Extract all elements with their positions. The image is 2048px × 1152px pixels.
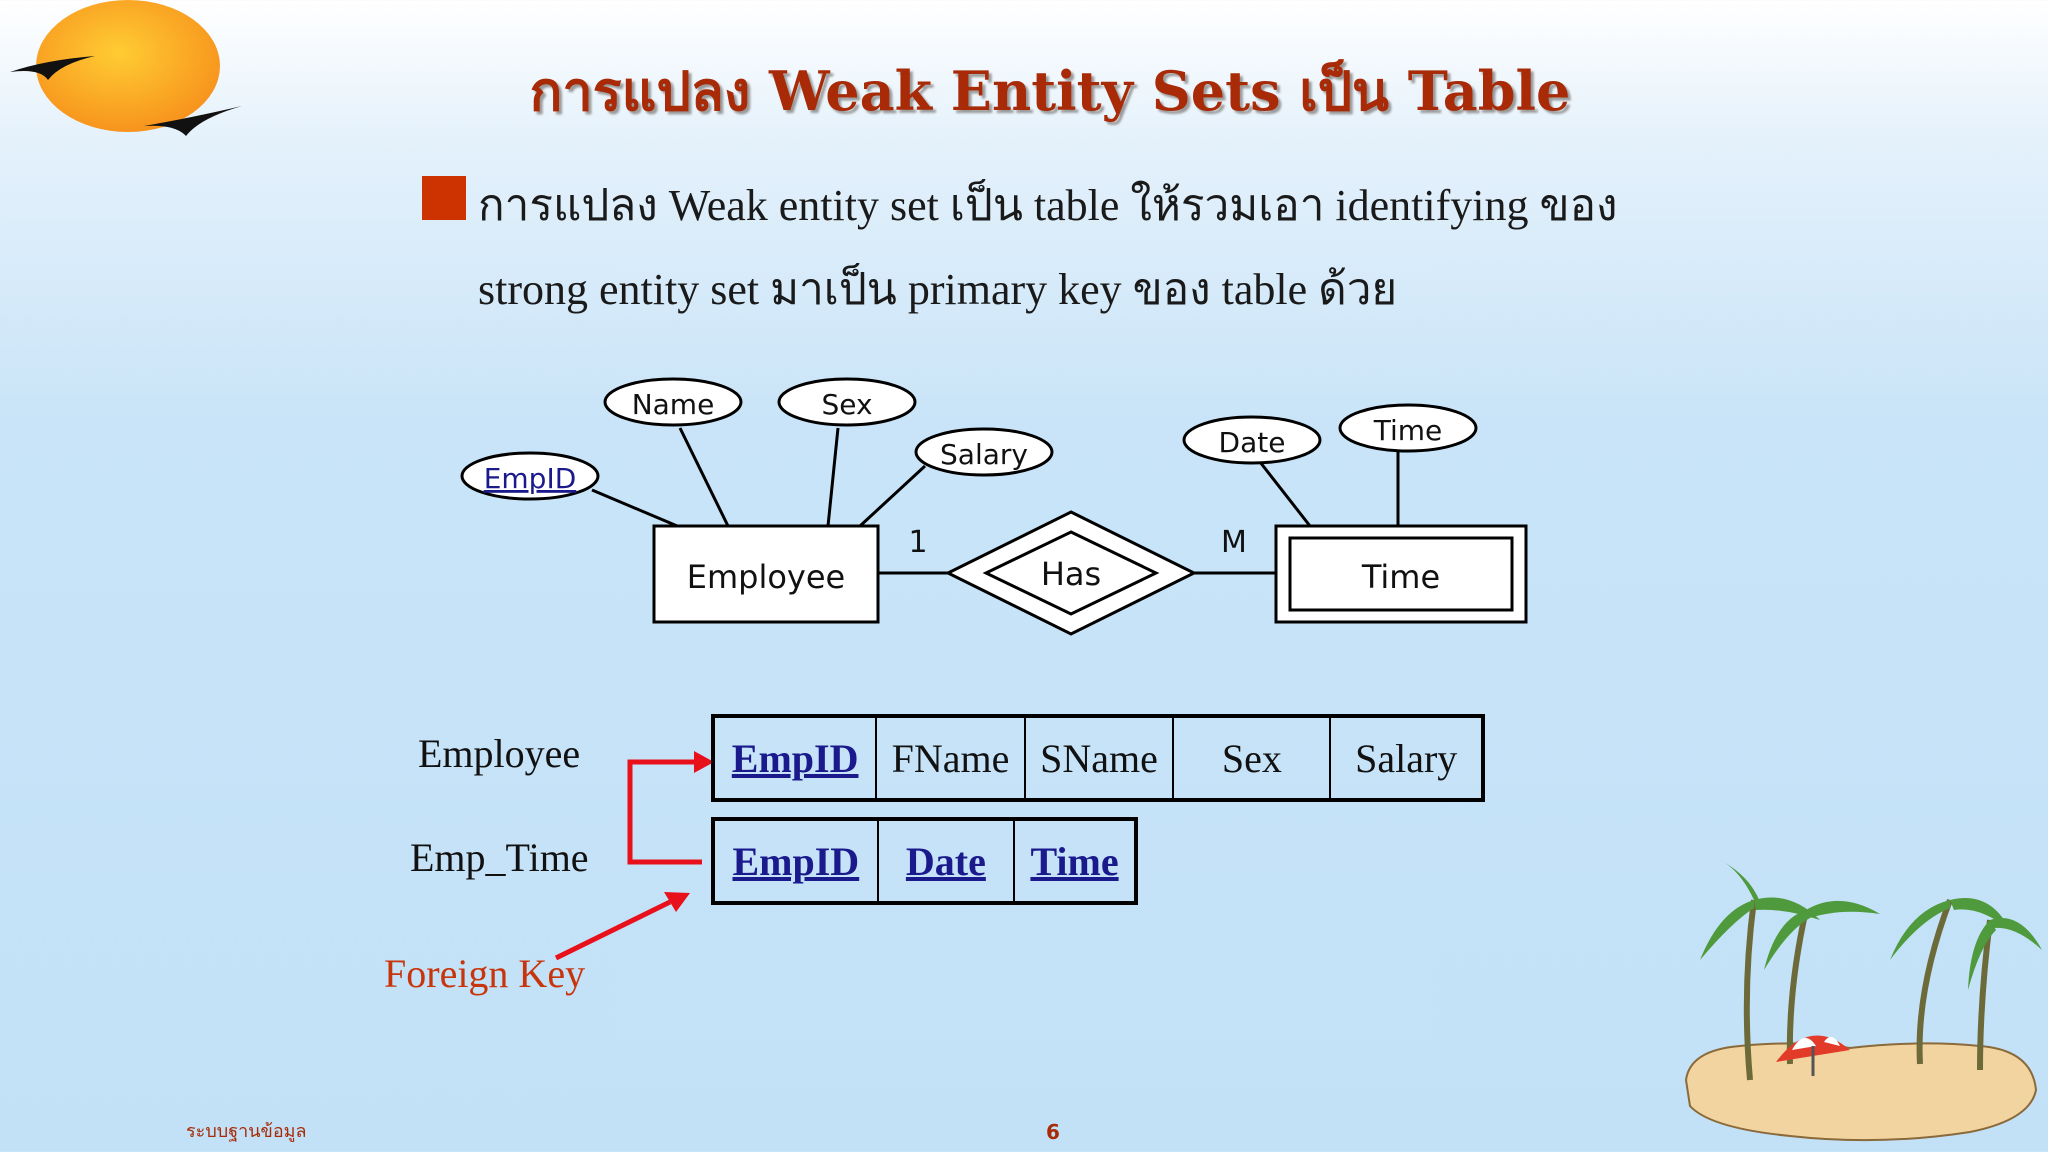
attribute-time-label: Time <box>1373 414 1443 447</box>
attribute-empid-label: EmpID <box>484 462 577 495</box>
relationship-has: Has <box>944 510 1198 636</box>
foreign-key-connector <box>627 759 702 865</box>
table-row: EmpID Date Time <box>712 818 1137 904</box>
attribute-time: Time <box>1338 403 1478 453</box>
slide-title: การแปลง Weak Entity Sets เป็น Table <box>529 59 1571 123</box>
cardinality-one: 1 <box>908 525 927 560</box>
attribute-name-label: Name <box>632 388 715 421</box>
cardinality-many: M <box>1221 525 1247 560</box>
emp-time-table: EmpID Date Time <box>711 817 1138 905</box>
column-time: Time <box>1013 818 1137 904</box>
foreign-key-label: Foreign Key <box>384 951 586 996</box>
relation-label-emp-time: Emp_Time <box>410 835 589 880</box>
attribute-date-label: Date <box>1219 426 1286 459</box>
attribute-sex: Sex <box>777 377 917 427</box>
attribute-salary-label: Salary <box>940 438 1028 471</box>
bullet-text-line1: การแปลง Weak entity set เป็น table ให้รว… <box>478 181 1618 230</box>
bullet-square-icon <box>422 176 466 220</box>
column-fname: FName <box>875 715 1026 801</box>
attribute-empid: EmpID <box>460 451 600 501</box>
foreign-key-pointer-head <box>664 892 690 912</box>
attribute-name: Name <box>603 377 743 427</box>
entity-time-label: Time <box>1361 558 1440 596</box>
entity-time: Time <box>1274 524 1528 624</box>
attribute-salary: Salary <box>914 427 1054 477</box>
page-number: 6 <box>1046 1120 1060 1144</box>
foreign-key-pointer <box>554 899 672 961</box>
entity-employee-label: Employee <box>687 558 845 596</box>
entity-employee: Employee <box>652 524 880 624</box>
table-row: EmpID FName SName Sex Salary <box>711 715 1484 801</box>
footer-course-title: ระบบฐานข้อมูล <box>186 1121 307 1142</box>
relation-label-employee: Employee <box>418 731 581 776</box>
beach-umbrella-icon <box>1776 1035 1850 1076</box>
attribute-sex-label: Sex <box>821 388 872 421</box>
attribute-date: Date <box>1182 415 1322 465</box>
column-sname: SName <box>1023 715 1175 801</box>
er-connector-lines <box>591 427 1400 575</box>
column-empid: EmpID <box>711 715 878 801</box>
column-empid: EmpID <box>712 818 879 904</box>
palm-island-icon <box>1684 860 2042 1142</box>
employee-table: EmpID FName SName Sex Salary <box>711 714 1485 802</box>
bullet-text-line2: strong entity set มาเป็น primary key ของ… <box>478 265 1398 314</box>
sun-birds-icon <box>10 0 242 136</box>
column-date: Date <box>876 818 1016 904</box>
relationship-has-label: Has <box>1041 555 1101 593</box>
foreign-key-arrowhead <box>694 751 714 773</box>
column-sex: Sex <box>1172 715 1332 801</box>
column-salary: Salary <box>1329 715 1484 801</box>
